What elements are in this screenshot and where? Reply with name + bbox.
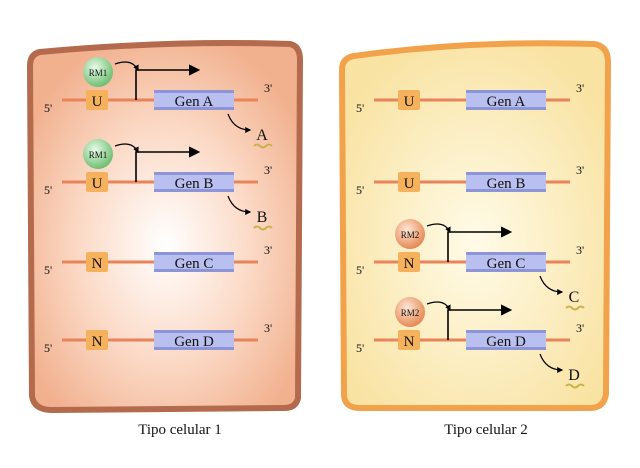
regulation-arrow	[114, 143, 139, 154]
regulatory-element	[86, 90, 108, 110]
product-label: D	[568, 367, 580, 384]
label-5-prime: 5'	[44, 101, 52, 115]
mrna-product	[565, 383, 585, 389]
regulator-molecule	[395, 219, 425, 249]
gene-box-stripe-bottom	[466, 107, 546, 110]
label-3-prime: 3'	[576, 321, 584, 335]
regulatory-element-label: N	[92, 256, 103, 272]
label-3-prime: 3'	[264, 81, 272, 95]
gene-box-stripe-bottom	[154, 189, 234, 192]
gene-box	[466, 330, 546, 350]
regulatory-element	[86, 252, 108, 272]
cell-1-caption: Tipo celular 1	[138, 422, 222, 438]
label-3-prime: 3'	[576, 243, 584, 257]
gene-box-stripe-bottom	[154, 347, 234, 350]
regulatory-element	[398, 252, 420, 272]
mrna-product	[253, 225, 273, 231]
label-5-prime: 5'	[356, 341, 364, 355]
cell-1-membrane	[26, 40, 304, 414]
gene-box-stripe-top	[154, 90, 234, 93]
regulatory-element-label: U	[92, 94, 103, 110]
product-label: C	[569, 289, 580, 306]
regulation-arrow	[426, 223, 451, 234]
regulatory-element-label: U	[404, 94, 415, 110]
regulator-label: RM2	[401, 230, 420, 240]
regulatory-element	[398, 330, 420, 350]
gene-box-stripe-top	[154, 252, 234, 255]
label-5-prime: 5'	[356, 101, 364, 115]
gene-box-stripe-top	[154, 172, 234, 175]
gene-box-stripe-bottom	[466, 269, 546, 272]
cell-2-caption: Tipo celular 2	[444, 422, 528, 438]
regulator-molecule	[83, 139, 113, 169]
regulatory-element	[86, 330, 108, 350]
product-arrow	[227, 195, 252, 215]
regulatory-element-label: U	[92, 176, 103, 192]
gene-box	[466, 252, 546, 272]
label-3-prime: 3'	[264, 243, 272, 257]
mrna-product	[565, 305, 585, 311]
label-3-prime: 3'	[264, 163, 272, 177]
regulatory-element	[398, 172, 420, 192]
transcription-arrow	[447, 304, 513, 340]
gene-label: Gen B	[487, 176, 526, 192]
regulatory-element-label: N	[404, 256, 415, 272]
regulator-molecule	[83, 57, 113, 87]
label-5-prime: 5'	[44, 263, 52, 277]
gene-box	[154, 172, 234, 192]
transcription-arrow	[135, 146, 201, 182]
regulation-arrow	[426, 301, 451, 312]
gene-box	[154, 90, 234, 110]
gene-box	[466, 172, 546, 192]
regulatory-element-label: U	[404, 176, 415, 192]
product-arrow	[227, 113, 252, 133]
gene-box-stripe-bottom	[154, 107, 234, 110]
transcription-arrow	[447, 226, 513, 262]
gene-label: Gen D	[486, 334, 526, 350]
product-arrow	[539, 275, 564, 295]
regulatory-element	[86, 172, 108, 192]
regulator-molecule	[395, 297, 425, 327]
gene-box-stripe-top	[466, 90, 546, 93]
label-3-prime: 3'	[576, 81, 584, 95]
product-arrow	[539, 353, 564, 373]
label-3-prime: 3'	[264, 321, 272, 335]
label-5-prime: 5'	[356, 263, 364, 277]
gene-box-stripe-bottom	[154, 269, 234, 272]
gene-box-stripe-bottom	[466, 347, 546, 350]
gene-label: Gen C	[487, 256, 526, 272]
gene-label: Gen A	[175, 94, 214, 110]
gene-label: Gen D	[174, 334, 214, 350]
regulator-label: RM1	[89, 150, 108, 160]
gene-box-stripe-bottom	[466, 189, 546, 192]
gene-box-stripe-top	[154, 330, 234, 333]
product-label: B	[257, 209, 268, 226]
label-5-prime: 5'	[44, 183, 52, 197]
regulator-label: RM2	[401, 308, 420, 318]
regulatory-element-label: N	[404, 334, 415, 350]
gene-box-stripe-top	[466, 172, 546, 175]
product-label: A	[256, 127, 268, 144]
mrna-product	[253, 143, 273, 149]
gene-label: Gen A	[487, 94, 526, 110]
regulation-arrow	[114, 61, 139, 72]
gene-box	[466, 90, 546, 110]
gene-box	[154, 252, 234, 272]
label-3-prime: 3'	[576, 163, 584, 177]
gene-box-stripe-top	[466, 330, 546, 333]
transcription-arrow	[135, 64, 201, 100]
gene-label: Gen C	[175, 256, 214, 272]
regulator-label: RM1	[89, 68, 108, 78]
regulatory-element-label: N	[92, 334, 103, 350]
regulatory-element	[398, 90, 420, 110]
gene-label: Gen B	[175, 176, 214, 192]
gene-box-stripe-top	[466, 252, 546, 255]
label-5-prime: 5'	[356, 183, 364, 197]
gene-box	[154, 330, 234, 350]
label-5-prime: 5'	[44, 341, 52, 355]
